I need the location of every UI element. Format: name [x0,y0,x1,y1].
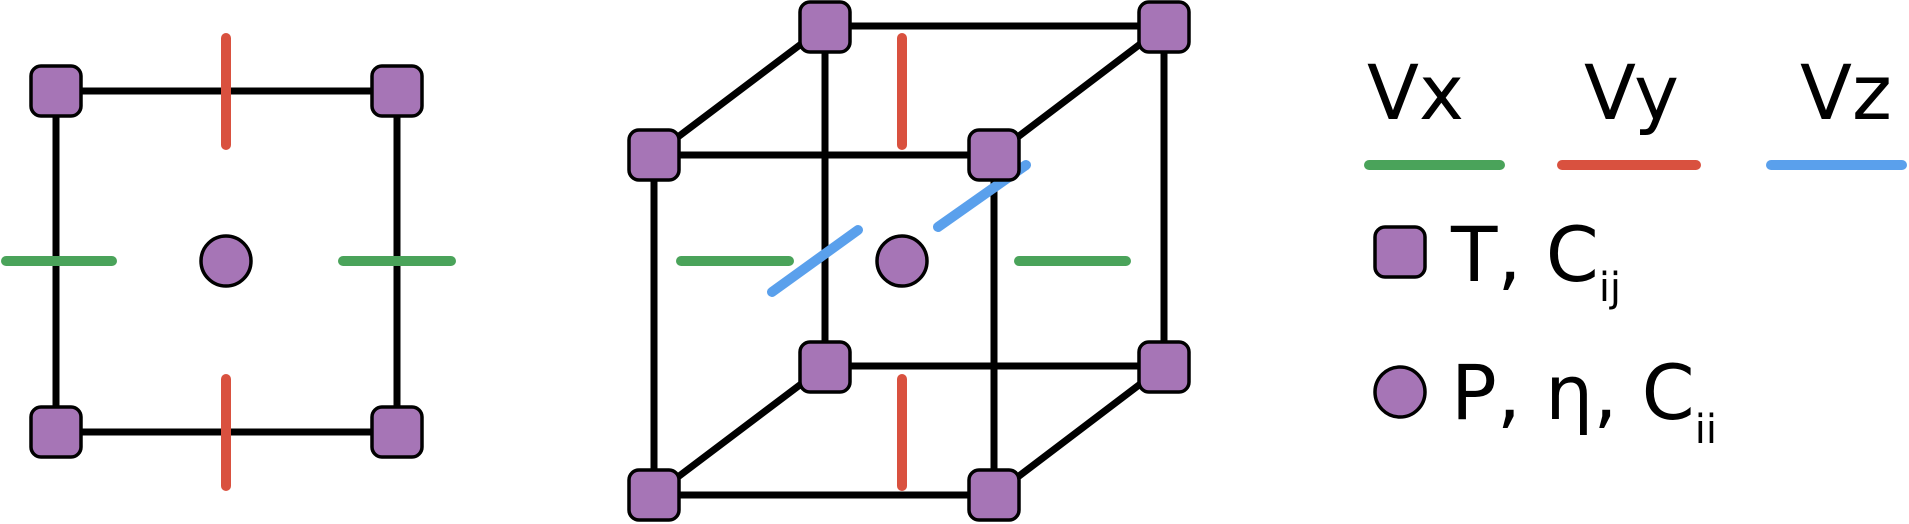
square-node [627,468,681,522]
square-node [29,405,83,459]
rounded-square-node-icon [1373,225,1427,279]
square-node [1137,0,1191,54]
square-node [967,128,1021,182]
legend-square-label: T, Cij [1450,210,1621,311]
cell-2d [1,33,456,491]
circle-node [199,234,253,288]
legend: Vx Vy Vz T, Cij P, η, Cii [1364,48,1907,453]
cell-2d-nodes [29,64,424,459]
circle-node-icon [1373,365,1427,419]
vz-marker [767,225,863,297]
cell-3d-frame [650,22,1168,499]
square-node [29,64,83,118]
legend-vy-label: Vy [1584,48,1679,137]
square-node [1137,340,1191,394]
cell-3d-nodes [627,0,1191,522]
square-node [967,468,1021,522]
legend-vx-label: Vx [1367,48,1464,137]
square-node [627,128,681,182]
cell-3d [627,0,1191,522]
square-node [798,0,852,54]
legend-circle-label: P, η, Cii [1451,348,1717,453]
square-node [370,64,424,118]
square-node [370,405,424,459]
legend-vz-label: Vz [1800,48,1892,137]
circle-node [875,234,929,288]
square-node [798,340,852,394]
